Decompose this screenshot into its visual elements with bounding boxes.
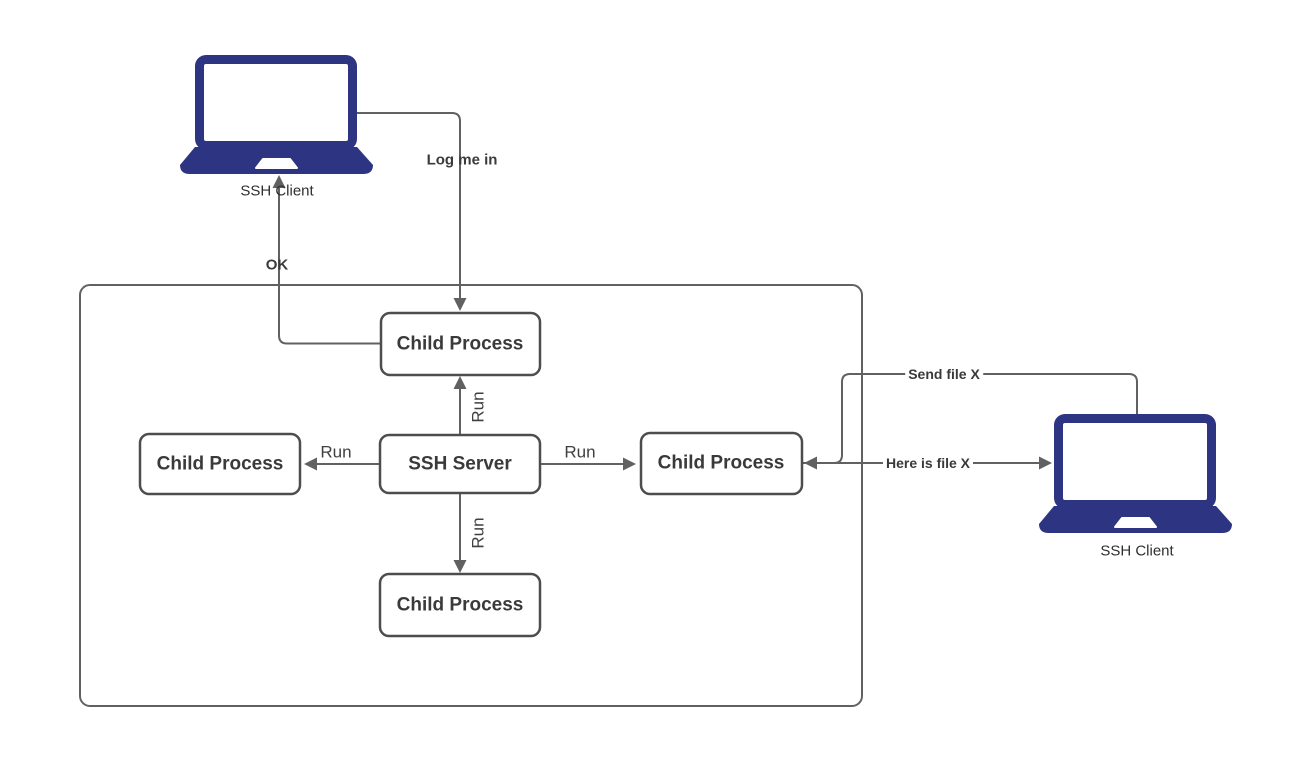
node-child-process-right (639, 431, 804, 496)
node-ssh-server (378, 433, 542, 495)
node-label-ssh-server: SSH Server (408, 453, 512, 475)
arrowheads (272, 175, 1052, 573)
edge-label-run-left: Run (320, 442, 352, 462)
edge-ok-line (278, 187, 381, 345)
edge-label-ok: OK (265, 256, 289, 274)
node-child-process-bottom (378, 572, 542, 638)
arrowhead-run-left (304, 457, 317, 471)
edge-label-run-down: Run (468, 517, 488, 549)
arrowhead-ok (272, 175, 286, 188)
node-label-child-process-top: Child Process (396, 333, 524, 355)
node-label-child-process-right: Child Process (657, 452, 785, 474)
arrowhead-here-is-file (1039, 456, 1052, 470)
node-child-process-left (138, 432, 302, 496)
laptop-icon-right (1038, 413, 1233, 534)
node-label-child-process-left: Child Process (156, 453, 284, 475)
arrowhead-log-me-in (453, 298, 467, 311)
arrowhead-run-down (453, 560, 467, 573)
node-child-process-top (379, 311, 542, 377)
arrowhead-send-file (804, 456, 817, 470)
edge-label-send-file: Send file X (905, 366, 983, 382)
edge-label-here-is-file: Here is file X (882, 455, 974, 471)
server-host-container (79, 284, 863, 707)
edge-label-run-up: Run (468, 391, 488, 423)
arrowhead-run-right (623, 457, 636, 471)
edge-label-run-right: Run (564, 442, 596, 462)
node-label-child-process-bottom: Child Process (396, 594, 524, 616)
laptop-icon-left (179, 54, 374, 175)
edge-log-me-in-line (357, 112, 461, 299)
process-nodes (138, 311, 804, 638)
edge-send-file-line (816, 373, 1138, 464)
client-label-left: SSH Client (240, 182, 314, 200)
edge-label-log-me-in: Log me in (426, 151, 498, 169)
client-label-right: SSH Client (1100, 542, 1174, 560)
arrowhead-run-up (453, 376, 467, 389)
